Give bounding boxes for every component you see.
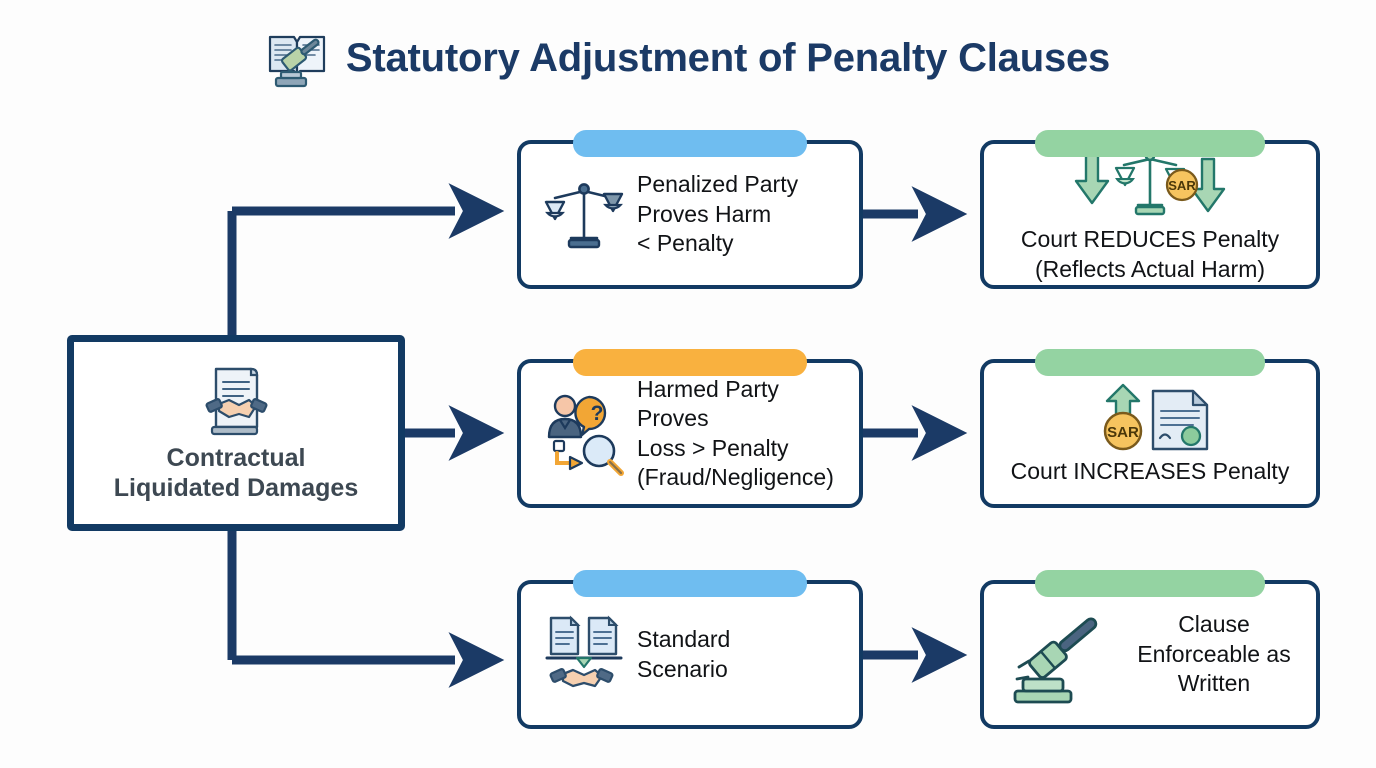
text-line: Penalized Party [637, 171, 799, 198]
card-tab [573, 349, 807, 376]
outcome-card-court-reduces-penalty[interactable]: SAR Court REDUCES Penalty (Reflects Actu… [980, 130, 1320, 289]
text-line: Written [1177, 670, 1251, 697]
root-label-line1: Contractual [166, 443, 306, 472]
scales-of-justice-icon [544, 182, 624, 248]
root-node-label: Contractual Liquidated Damages [114, 443, 359, 504]
page-title: Statutory Adjustment of Penalty Clauses [345, 35, 1111, 80]
open-book-gavel-icon [268, 35, 325, 88]
text-line: Loss > Penalty [637, 434, 789, 461]
text-line: Scenario [637, 655, 728, 682]
outcome-card-court-increases-penalty[interactable]: SAR Court INCREASES Penalty [980, 349, 1320, 508]
condition-card-text: Penalized Party Proves Harm < Penalty [637, 170, 798, 258]
svg-text:?: ? [591, 402, 604, 425]
text-line: Clause [1178, 611, 1250, 638]
page-header: Statutory Adjustment of Penalty Clauses [0, 24, 1376, 92]
sar-coin-label: SAR [1168, 178, 1196, 193]
root-node-contractual-liquidated-damages[interactable]: Contractual Liquidated Damages [67, 335, 405, 531]
outcome-card-text: Court INCREASES Penalty [1011, 457, 1290, 486]
gavel-icon [1013, 616, 1098, 703]
outcome-card-text: Clause Enforceable as Written [1137, 610, 1290, 698]
sar-coin-label: SAR [1107, 424, 1139, 441]
outcome-card-text: Court REDUCES Penalty (Reflects Actual H… [1021, 225, 1279, 284]
condition-card-harmed-party[interactable]: ? Harmed Party Proves Loss > Penalty (Fr… [517, 349, 863, 508]
card-tab [1035, 130, 1265, 157]
card-tab [1035, 570, 1265, 597]
condition-card-standard-scenario[interactable]: Standard Scenario [517, 570, 863, 729]
scales-down-arrows-sar-icon: SAR [1074, 149, 1226, 216]
text-line: (Fraud/Negligence) [637, 463, 834, 490]
text-line: (Reflects Actual Harm) [1034, 255, 1266, 282]
outcome-card-clause-enforceable[interactable]: Clause Enforceable as Written [980, 570, 1320, 729]
text-line: Enforceable as [1137, 640, 1291, 667]
condition-card-text: Standard Scenario [637, 625, 730, 684]
text-line: Standard [637, 626, 731, 653]
root-label-line2: Liquidated Damages [113, 474, 359, 502]
up-arrow-sar-sealed-document-icon: SAR [1103, 383, 1209, 451]
text-line: Court REDUCES Penalty [1020, 226, 1280, 253]
card-tab [573, 130, 807, 157]
person-question-magnifier-icon: ? [547, 394, 624, 476]
balanced-documents-handshake-icon [545, 614, 623, 687]
text-line: Court INCREASES Penalty [1010, 457, 1290, 484]
condition-card-penalized-party[interactable]: Penalized Party Proves Harm < Penalty [517, 130, 863, 289]
condition-card-text: Harmed Party Proves Loss > Penalty (Frau… [637, 375, 849, 493]
text-line: Harmed Party Proves [637, 375, 779, 432]
card-tab [1035, 349, 1265, 376]
card-tab [573, 570, 807, 597]
contract-handshake-icon [205, 367, 268, 435]
text-line: Proves Harm [637, 200, 772, 227]
text-line: < Penalty [637, 230, 734, 257]
